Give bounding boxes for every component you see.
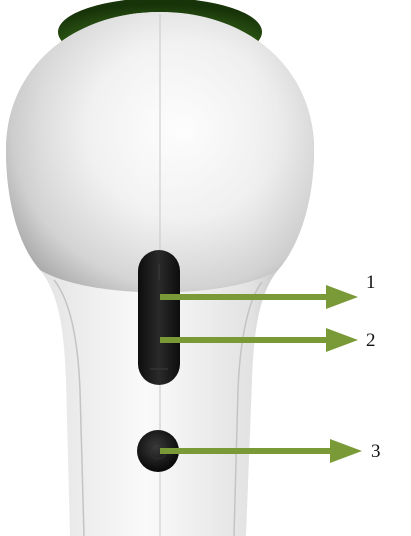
callout-label-3: 3: [371, 442, 381, 461]
callout-label-1: 1: [366, 273, 376, 292]
callout-label-2: 2: [366, 331, 376, 350]
